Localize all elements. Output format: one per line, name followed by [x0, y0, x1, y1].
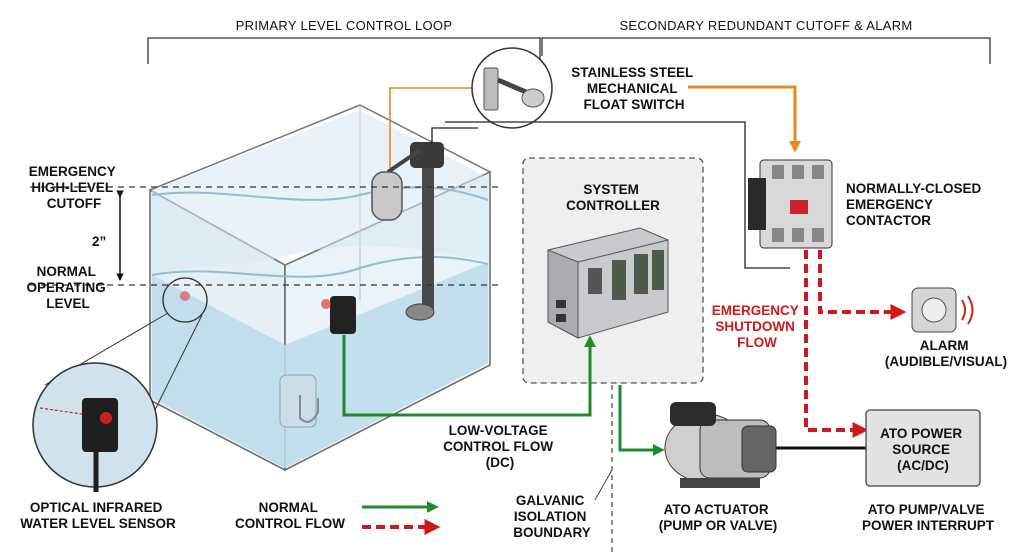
optical-sensor-on-tank: [180, 291, 356, 334]
float-switch-callout: [389, 47, 553, 168]
plc-unit: [547, 227, 669, 339]
float-switch-label: STAINLESS STEEL MECHANICAL FLOAT SWITCH: [571, 65, 697, 112]
alarm-device: [911, 287, 974, 333]
contactor-signal-wire: [445, 121, 790, 269]
galvanic-label: GALVANIC ISOLATION BOUNDARY: [513, 493, 591, 540]
sensor-control-flow: [342, 335, 596, 417]
water-volume: [152, 262, 488, 468]
contactor-label: NORMALLY-CLOSED EMERGENCY CONTACTOR: [846, 181, 985, 228]
power-interrupt-label: ATO PUMP/VALVE POWER INTERRUPT: [862, 502, 995, 533]
legend-label: NORMAL CONTROL FLOW: [235, 500, 345, 531]
primary-bracket: [147, 37, 541, 64]
alarm-label: ALARM (AUDIBLE/VISUAL): [885, 338, 1007, 369]
alarm-shutdown-flow: [818, 250, 907, 320]
power-shutdown-flow: [804, 250, 869, 438]
galvanic-callout-line: [594, 469, 613, 501]
secondary-loop-header: SECONDARY REDUNDANT CUTOFF & ALARM: [619, 18, 912, 33]
secondary-bracket: [541, 37, 991, 64]
low-voltage-label: LOW-VOLTAGE CONTROL FLOW (DC): [443, 423, 557, 470]
emergency-contactor: [748, 159, 833, 249]
primary-loop-header: PRIMARY LEVEL CONTROL LOOP: [236, 18, 453, 33]
power-source-label: ATO POWER SOURCE (AC/DC): [880, 426, 966, 473]
float-switch-in-tank: [371, 142, 444, 221]
power-source-box: [865, 409, 981, 487]
actuator-label: ATO ACTUATOR (PUMP OR VALVE): [659, 502, 778, 533]
gap-label: 2”: [92, 234, 106, 249]
legend: NORMAL CONTROL FLOW: [235, 500, 441, 535]
float-switch-wire: [688, 85, 801, 153]
emergency-cutoff-label: EMERGENCY HIGH-LEVEL CUTOFF: [29, 164, 120, 211]
ato-actuator-pump: [664, 402, 777, 488]
normal-level-label: NORMAL OPERATING LEVEL: [26, 264, 109, 311]
actuator-control-flow: [618, 385, 665, 456]
optical-sensor-callout: [32, 277, 208, 492]
controller-label: SYSTEM CONTROLLER: [566, 182, 660, 213]
optical-sensor-label: OPTICAL INFRARED WATER LEVEL SENSOR: [20, 500, 176, 531]
shutdown-flow-label: EMERGENCY SHUTDOWN FLOW: [712, 303, 803, 350]
water-tank: [148, 104, 492, 472]
